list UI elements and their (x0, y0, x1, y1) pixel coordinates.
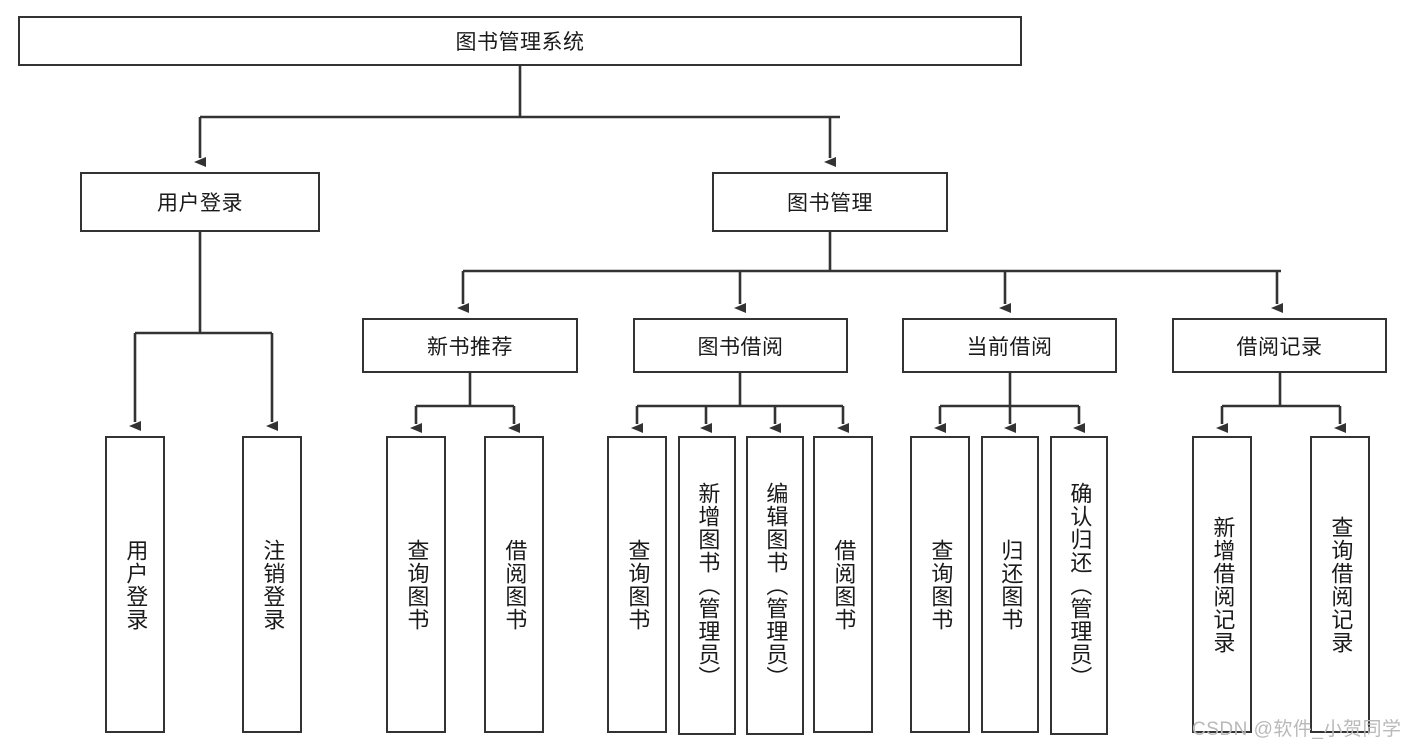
node-leaf-user-logout-label: 注销登录 (260, 538, 286, 631)
node-leaf-query-book-3-label: 查询图书 (928, 538, 954, 631)
node-leaf-borrow-book-2-label: 借阅图书 (831, 538, 857, 631)
node-leaf-user-login-label: 用户登录 (123, 538, 149, 631)
node-leaf-user-login[interactable]: 用户登录 (105, 436, 165, 733)
node-user-login[interactable]: 用户登录 (80, 172, 320, 232)
node-book-manage[interactable]: 图书管理 (712, 172, 948, 232)
node-book-borrow[interactable]: 图书借阅 (633, 318, 848, 373)
node-leaf-add-record[interactable]: 新增借阅记录 (1192, 436, 1252, 733)
node-leaf-query-book-2-label: 查询图书 (625, 538, 651, 631)
node-user-login-label: 用户登录 (157, 192, 243, 215)
node-new-book-rec-label: 新书推荐 (427, 335, 513, 359)
node-leaf-query-book-3[interactable]: 查询图书 (910, 436, 970, 733)
watermark: CSDN @软件_小贺同学 (1192, 719, 1402, 740)
node-leaf-query-book-1-label: 查询图书 (404, 538, 430, 631)
node-leaf-return-book-label: 归还图书 (998, 538, 1024, 631)
node-leaf-add-record-label: 新增借阅记录 (1210, 515, 1236, 654)
node-book-borrow-label: 图书借阅 (697, 335, 784, 359)
node-leaf-confirm-return[interactable]: 确认归还（管理员） (1050, 436, 1108, 735)
node-borrow-record-label: 借阅记录 (1236, 335, 1323, 359)
node-leaf-query-record[interactable]: 查询借阅记录 (1310, 436, 1370, 733)
node-leaf-query-book-1[interactable]: 查询图书 (386, 436, 446, 733)
node-book-manage-label: 图书管理 (787, 192, 873, 215)
node-new-book-rec[interactable]: 新书推荐 (362, 318, 578, 373)
node-leaf-user-logout[interactable]: 注销登录 (242, 436, 302, 733)
node-leaf-edit-book[interactable]: 编辑图书（管理员） (746, 436, 804, 735)
node-leaf-add-book-label: 新增图书（管理员） (695, 482, 721, 689)
node-leaf-query-book-2[interactable]: 查询图书 (607, 436, 667, 733)
node-leaf-query-record-label: 查询借阅记录 (1328, 515, 1354, 654)
node-borrow-record[interactable]: 借阅记录 (1172, 318, 1387, 373)
node-leaf-borrow-book-1[interactable]: 借阅图书 (484, 436, 544, 733)
node-leaf-borrow-book-1-label: 借阅图书 (502, 538, 528, 631)
node-leaf-edit-book-label: 编辑图书（管理员） (763, 482, 789, 689)
node-leaf-confirm-return-label: 确认归还（管理员） (1067, 482, 1093, 689)
node-current-borrow[interactable]: 当前借阅 (902, 318, 1117, 373)
node-root-label: 图书管理系统 (455, 31, 585, 54)
node-leaf-add-book[interactable]: 新增图书（管理员） (678, 436, 736, 735)
node-root[interactable]: 图书管理系统 (18, 16, 1022, 66)
node-current-borrow-label: 当前借阅 (966, 335, 1053, 359)
node-leaf-borrow-book-2[interactable]: 借阅图书 (813, 436, 873, 733)
node-leaf-return-book[interactable]: 归还图书 (981, 436, 1039, 733)
